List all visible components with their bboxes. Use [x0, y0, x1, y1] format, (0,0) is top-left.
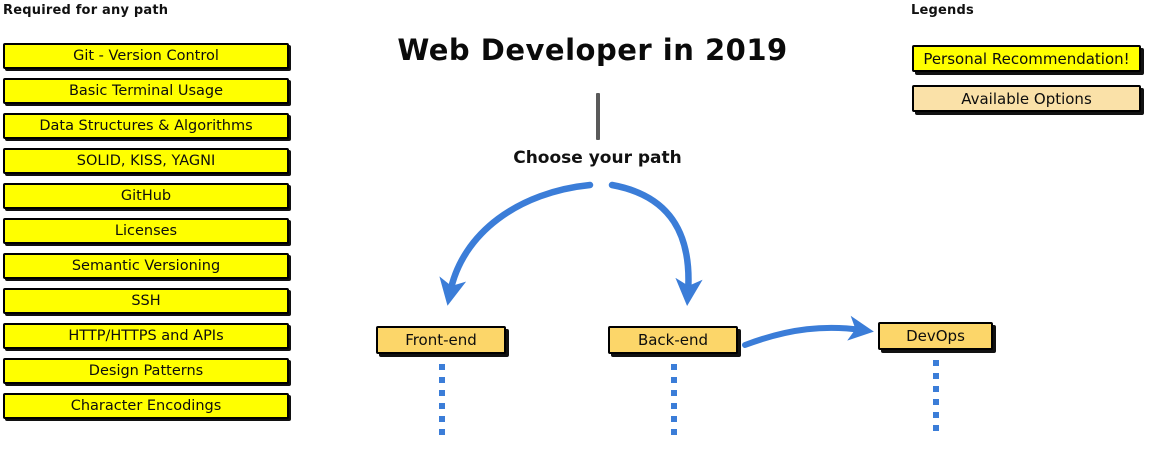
path-box-frontend[interactable]: Front-end	[376, 326, 506, 354]
required-item-label: Git - Version Control	[73, 48, 219, 64]
required-item-label: Basic Terminal Usage	[68, 83, 224, 99]
required-item-licenses[interactable]: Licenses	[3, 218, 289, 244]
trunk-connector-line	[596, 93, 600, 140]
legend-personal-recommendation: Personal Recommendation!	[912, 45, 1141, 72]
required-item-label: Semantic Versioning	[71, 258, 221, 274]
required-item-label: GitHub	[120, 188, 172, 204]
required-item-ssh[interactable]: SSH	[3, 288, 289, 314]
path-box-label: Front-end	[405, 331, 477, 349]
required-item-label: SSH	[131, 293, 161, 309]
path-box-label: Back-end	[637, 331, 709, 349]
required-item-http-https-and-apis[interactable]: HTTP/HTTPS and APIs	[3, 323, 289, 349]
required-item-label: HTTP/HTTPS and APIs	[68, 328, 224, 344]
dotted-trail-frontend	[438, 364, 445, 442]
required-item-label: Design Patterns	[88, 363, 204, 379]
required-item-label: Licenses	[114, 223, 178, 239]
diagram-title-text: Web Developer in 2019	[397, 33, 788, 67]
required-section-heading: Required for any path	[3, 3, 169, 18]
path-box-devops[interactable]: DevOps	[878, 322, 993, 350]
required-item-label: Character Encodings	[70, 398, 222, 414]
legend-label: Personal Recommendation!	[923, 49, 1130, 68]
legend-label: Available Options	[961, 89, 1092, 108]
legends-heading: Legends	[911, 3, 974, 18]
required-item-semantic-versioning[interactable]: Semantic Versioning	[3, 253, 289, 279]
required-skills-list: Git - Version Control Basic Terminal Usa…	[3, 43, 289, 428]
dotted-trail-backend	[670, 364, 677, 442]
path-box-backend[interactable]: Back-end	[608, 326, 738, 354]
required-item-label: Data Structures & Algorithms	[39, 118, 253, 134]
required-item-data-structures-algorithms[interactable]: Data Structures & Algorithms	[3, 113, 289, 139]
required-item-git-version-control[interactable]: Git - Version Control	[3, 43, 289, 69]
required-item-label: SOLID, KISS, YAGNI	[76, 153, 216, 169]
required-item-character-encodings[interactable]: Character Encodings	[3, 393, 289, 419]
required-item-basic-terminal-usage[interactable]: Basic Terminal Usage	[3, 78, 289, 104]
path-box-label: DevOps	[906, 327, 965, 345]
legend-available-options: Available Options	[912, 85, 1141, 112]
required-item-solid-kiss-yagni[interactable]: SOLID, KISS, YAGNI	[3, 148, 289, 174]
arrow-to-backend	[608, 181, 703, 306]
dotted-trail-devops	[932, 360, 939, 438]
required-item-github[interactable]: GitHub	[3, 183, 289, 209]
arrow-backend-to-devops	[742, 315, 874, 348]
choose-your-path-label: Choose your path	[513, 148, 682, 168]
arrow-to-frontend	[439, 181, 594, 306]
required-item-design-patterns[interactable]: Design Patterns	[3, 358, 289, 384]
